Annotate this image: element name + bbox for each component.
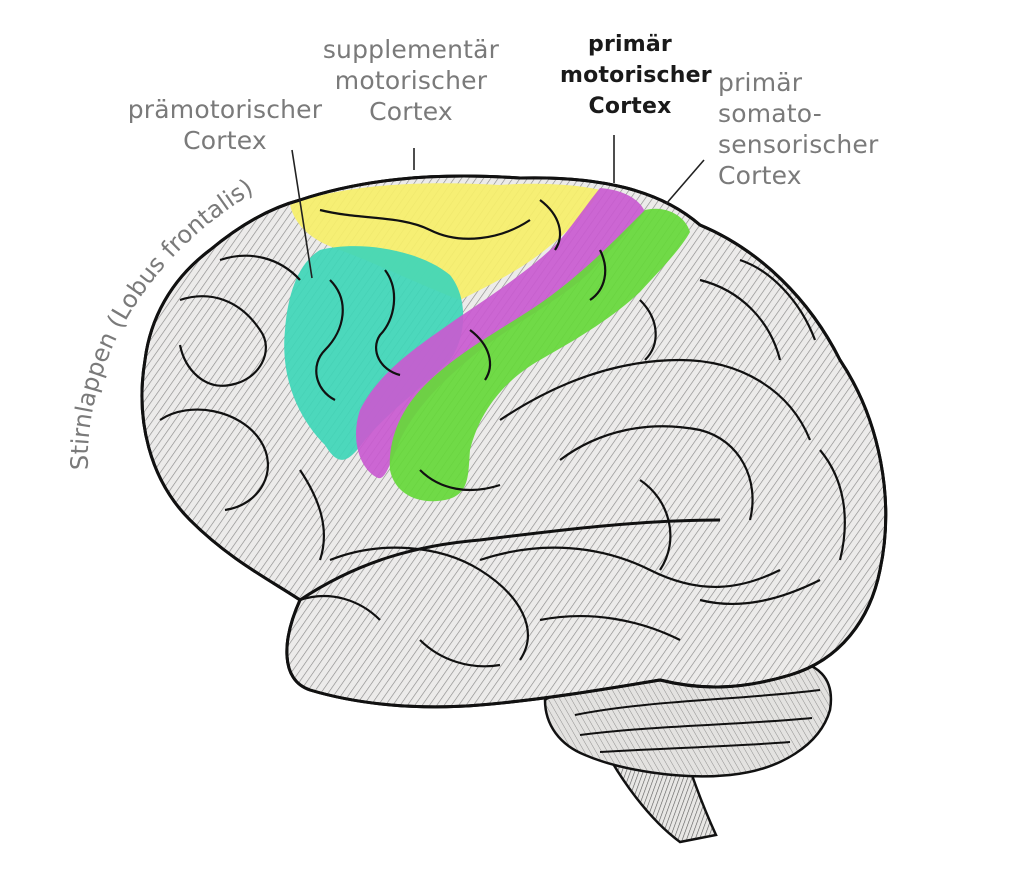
leader-line-premotor — [291, 149, 313, 279]
label-line: Cortex — [369, 97, 453, 126]
gyri-lines — [159, 199, 846, 668]
cerebrum — [140, 174, 888, 709]
label-line: supplementär — [322, 35, 500, 64]
label-premotor-cortex: prämotorischer Cortex — [120, 94, 330, 156]
label-line: Cortex — [183, 126, 267, 155]
label-line: motorischer — [560, 63, 712, 88]
label-supplementary-motor-cortex: supplementär motorischer Cortex — [318, 34, 504, 127]
label-line: primär — [588, 32, 672, 57]
label-primary-somatosensory-cortex: primär somato- sensorischer Cortex — [718, 67, 898, 191]
label-line: Cortex — [718, 161, 802, 190]
region-premotor — [284, 246, 464, 460]
leader-line-s1 — [665, 159, 705, 205]
label-line: prämotorischer — [127, 95, 323, 124]
cerebellum — [543, 658, 833, 778]
label-line: Cortex — [588, 94, 672, 119]
label-line: somato- — [718, 99, 822, 128]
label-line: primär — [718, 68, 803, 97]
region-sma — [290, 183, 600, 300]
label-primary-motor-cortex: primär motorischer Cortex — [560, 29, 712, 122]
label-line: sensorischer — [718, 130, 879, 159]
label-line: motorischer — [334, 66, 488, 95]
region-s1 — [389, 208, 690, 502]
